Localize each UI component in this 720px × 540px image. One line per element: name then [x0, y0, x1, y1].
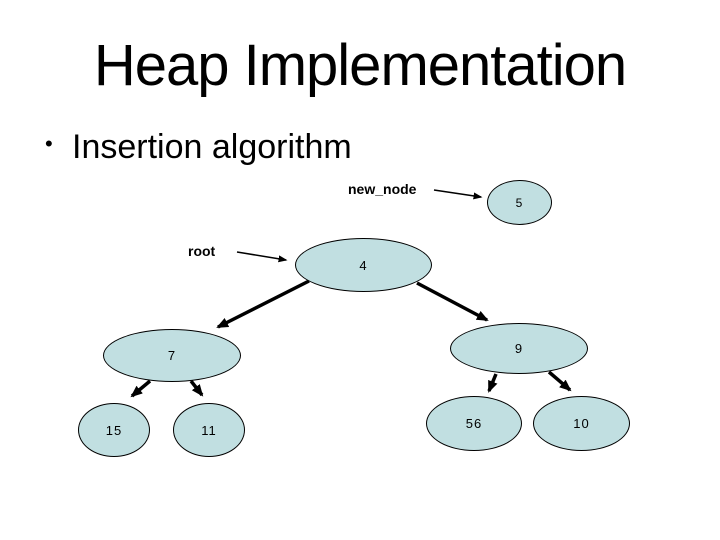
tree-node-left: 7: [103, 329, 241, 382]
tree-node-left-left: 15: [78, 403, 150, 457]
bullet-text: Insertion algorithm: [72, 128, 352, 166]
edge-root-to-right: [416, 281, 489, 322]
tree-node-root: 4: [295, 238, 432, 292]
tree-node-right: 9: [450, 323, 588, 374]
node-value: 15: [105, 422, 123, 438]
node-value: 9: [514, 341, 524, 356]
node-value: 56: [465, 416, 483, 431]
edge-root-to-left: [216, 279, 310, 329]
tree-node-right-left: 56: [426, 396, 522, 451]
node-value: 5: [515, 195, 524, 210]
node-value: 4: [359, 257, 368, 273]
root-label: root: [188, 243, 216, 259]
edge-right-to-rightleft: [487, 373, 498, 393]
tree-node-new: 5: [487, 180, 552, 225]
bullet-icon: •: [45, 131, 53, 156]
arrow-root-pointer: [236, 251, 288, 263]
node-value: 11: [201, 422, 217, 438]
slide-title: Heap Implementation: [93, 33, 627, 98]
node-value: 7: [167, 348, 177, 363]
tree-node-left-right: 11: [173, 403, 245, 457]
arrow-new-node-pointer: [433, 189, 483, 200]
tree-node-right-right: 10: [533, 396, 630, 451]
node-value: 10: [573, 416, 590, 431]
edge-right-to-rightright: [547, 370, 572, 392]
edge-left-to-leftright: [189, 379, 204, 397]
edge-left-to-leftleft: [130, 379, 152, 398]
new-node-label: new_node: [348, 181, 417, 197]
